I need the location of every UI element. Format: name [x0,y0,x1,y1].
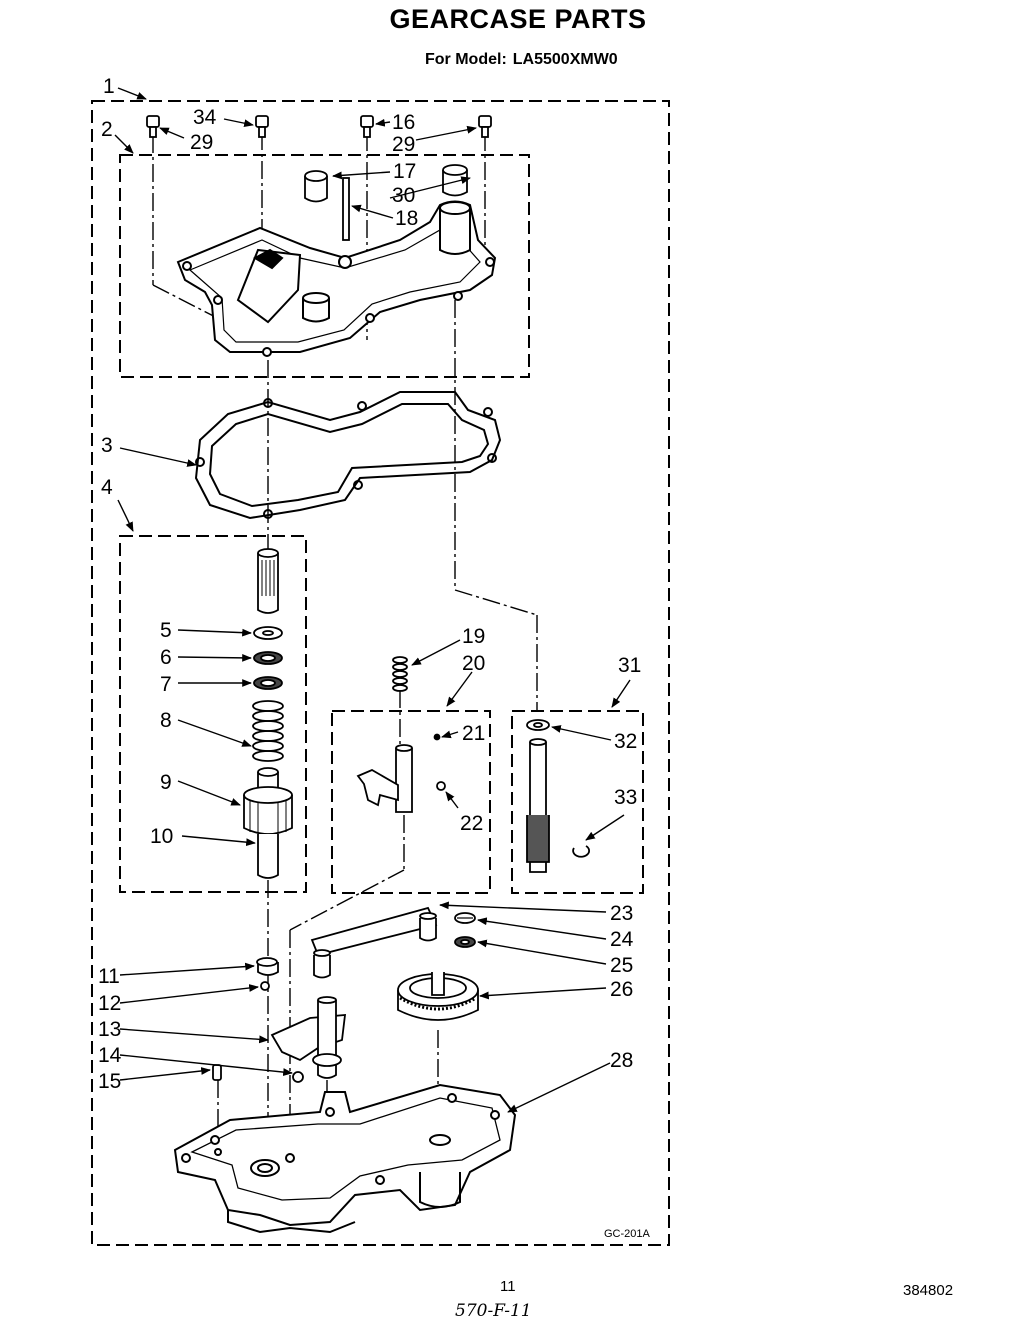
gearcase-base [173,1083,517,1234]
gearcase-cover [176,200,497,357]
screw-icon [478,115,492,138]
callout-20: 20 [462,652,485,675]
callout-30: 30 [392,184,415,207]
callout-labels: 1 2 3 4 5 6 7 8 9 10 11 12 13 14 15 16 1… [98,75,651,1240]
washer-icon [253,651,283,665]
screws [146,115,492,138]
callout-5: 5 [160,619,172,642]
callout-33: 33 [614,786,637,809]
callout-18: 18 [395,207,418,230]
callout-7: 7 [160,673,172,696]
callout-1: 1 [103,75,115,98]
washer-icon [454,936,476,948]
callout-11: 11 [98,965,120,988]
outer-assembly-box [91,100,670,1246]
callout-25: 25 [610,954,633,977]
callout-16: 16 [392,111,415,134]
pin-icon [433,733,441,741]
callout-2: 2 [101,118,113,141]
callout-13: 13 [98,1018,121,1041]
diagram-title: GEARCASE PARTS [389,4,647,34]
callout-29-left: 29 [190,131,213,154]
gasket [194,391,502,520]
callout-9: 9 [160,771,172,794]
washer-icon [253,676,283,690]
callout-10: 10 [150,825,173,848]
document-number: 384802 [903,1282,954,1299]
shift-fork-parts [356,656,446,813]
leader-lines [114,87,631,1113]
page-number: 11 [500,1278,516,1295]
callout-32: 32 [614,730,637,753]
callout-21: 21 [462,722,485,745]
callout-3: 3 [101,434,113,457]
shift-fork-box [331,710,491,894]
screw-icon [360,115,374,138]
shaft-icon [526,738,550,873]
washer-icon [253,626,283,640]
clip-icon [436,781,446,791]
spring-icon [392,656,408,692]
drive-gear-icon [397,972,479,1021]
clip-icon [292,1071,304,1083]
pinion-gear-icon [243,767,293,879]
callout-6: 6 [160,646,172,669]
washer-icon [526,719,550,731]
model-value: LA5500XMW0 [512,51,618,68]
agitator-segment-gear-icon [270,996,347,1079]
shaft-assembly-box [511,710,644,894]
bearing-icon [256,957,279,976]
screw-icon [255,115,269,138]
pinion-assembly-box [119,535,307,893]
pin-icon [342,177,350,241]
callout-8: 8 [160,709,172,732]
callout-23: 23 [610,902,633,925]
callout-34: 34 [193,106,217,129]
lower-parts [212,906,479,1083]
pinion-parts [243,548,293,879]
model-label: For Model: [425,51,507,68]
spring-icon [252,700,284,762]
callout-19: 19 [462,625,485,648]
washer-icon [454,912,476,924]
callout-12: 12 [98,992,121,1015]
shaft-parts [526,719,590,873]
drawing-code: GC-201A [604,1228,651,1240]
gearcase-cover-box [119,154,530,378]
connecting-rod-icon [310,906,438,979]
callout-17: 17 [393,160,416,183]
bushings [304,164,468,241]
bushing-icon [304,170,328,203]
ball-icon [260,981,270,991]
group-boxes [91,100,670,1246]
shaft-icon [257,548,279,614]
callout-29-right: 29 [392,133,415,156]
handwritten-note: 570-F-11 [455,1301,532,1321]
pin-icon [212,1064,222,1081]
callout-28: 28 [610,1049,633,1072]
callout-31: 31 [618,654,641,677]
callout-22: 22 [460,812,483,835]
callout-4: 4 [101,476,113,499]
screw-icon [146,115,160,138]
callout-15: 15 [98,1070,121,1093]
callout-14: 14 [98,1044,122,1067]
model-line: For Model: LA5500XMW0 [425,51,618,69]
shift-fork-icon [356,744,413,813]
bushing-icon [442,164,468,197]
snap-ring-icon [572,845,590,858]
callout-24: 24 [610,928,634,951]
callout-26: 26 [610,978,633,1001]
